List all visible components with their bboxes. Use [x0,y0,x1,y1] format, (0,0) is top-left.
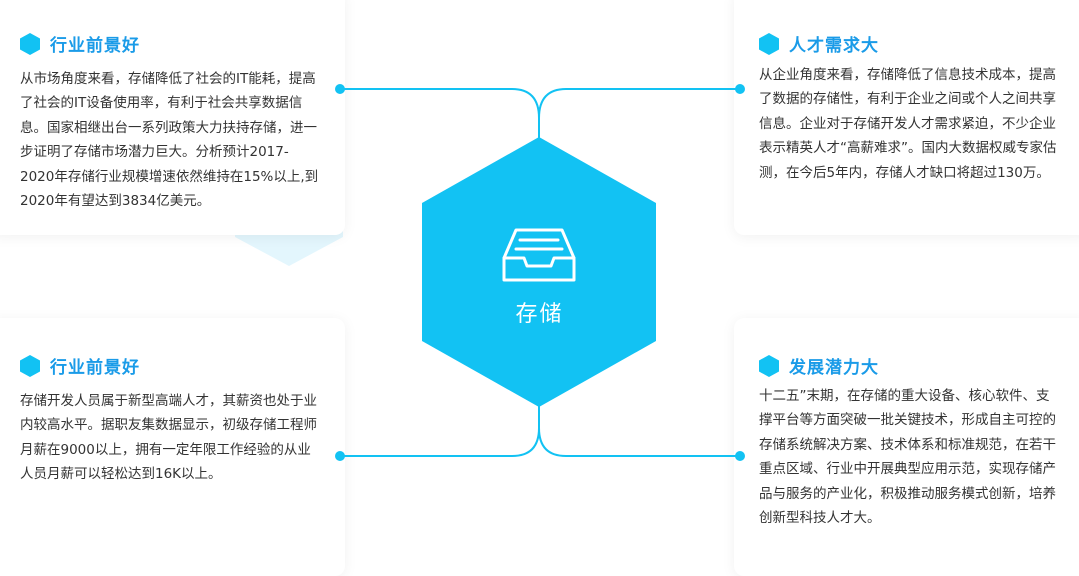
hexagon-bullet-icon [20,354,40,377]
card-industry-outlook-2 [0,318,345,576]
card-title-development-potential: 发展潜力大 [759,353,879,378]
inbox-tray-icon [502,228,576,282]
card-title-text: 行业前景好 [50,358,140,378]
connector-dot-top-right [735,84,745,94]
connector-dot-bottom-left [335,451,345,461]
card-title-industry-outlook-1: 行业前景好 [20,31,140,56]
card-body-development-potential: 十二五”末期，在存储的重大设备、核心软件、支撑平台等方面突破一批关键技术，形成自… [759,388,1056,527]
card-industry-outlook-1 [0,0,345,235]
hexagon-bullet-icon [759,32,779,55]
card-development-potential [734,318,1079,576]
hexagon-bullet-icon [20,32,40,55]
connector-dot-top-left [335,84,345,94]
card-body-industry-outlook-1: 从市场角度来看，存储降低了社会的IT能耗，提高了社会的IT设备使用率，有利于社会… [20,71,319,210]
connector-dot-bottom-right [735,451,745,461]
card-title-text: 人才需求大 [789,36,879,56]
card-body-talent-demand: 从企业角度来看，存储降低了信息技术成本，提高了数据的存储性，有利于企业之间或个人… [759,67,1057,181]
center-label: 存储 [515,302,564,327]
card-title-text: 发展潜力大 [789,358,879,378]
card-title-industry-outlook-2: 行业前景好 [20,353,140,378]
card-talent-demand [734,0,1079,235]
hexagon-bullet-icon [759,354,779,377]
card-title-talent-demand: 人才需求大 [759,31,879,56]
card-title-text: 行业前景好 [50,36,140,56]
card-body-industry-outlook-2: 存储开发人员属于新型高端人才，其薪资也处于业内较高水平。据职友集数据显示，初级存… [20,393,317,483]
center-hexagon [422,137,656,407]
